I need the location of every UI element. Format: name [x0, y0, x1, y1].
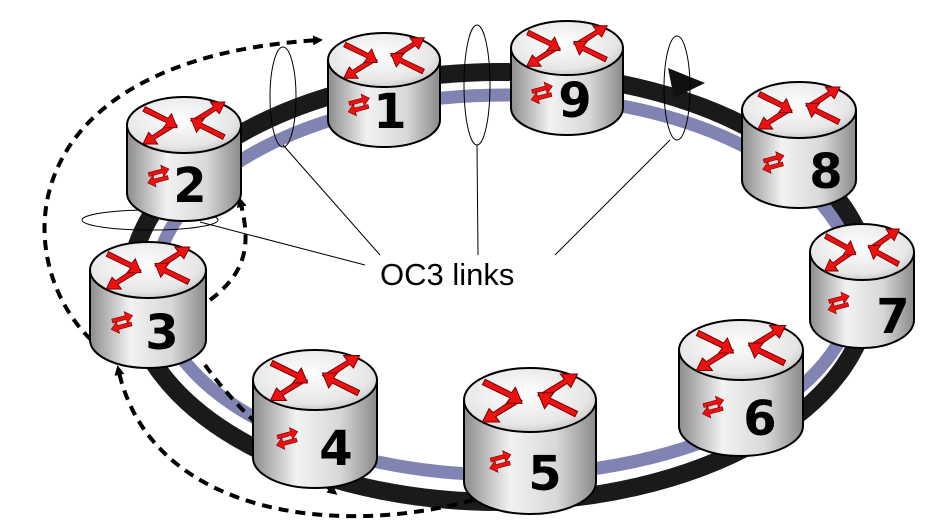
- router-label: 2: [173, 158, 206, 214]
- router-9[interactable]: 9: [510, 20, 624, 136]
- router-2[interactable]: 2: [126, 96, 242, 222]
- router-3[interactable]: 3: [89, 241, 207, 369]
- router-7[interactable]: 7: [809, 223, 915, 349]
- callout-lines: [199, 139, 671, 266]
- link-marker-1-2: [269, 46, 297, 148]
- router-top: [741, 81, 857, 139]
- oc3-links-label: OC3 links: [380, 257, 514, 292]
- router-top: [809, 223, 915, 281]
- router-label: 6: [743, 391, 776, 447]
- router-8[interactable]: 8: [741, 81, 857, 209]
- link-marker-1-9: [463, 24, 491, 146]
- ring-arrowhead: [668, 68, 705, 98]
- router-label: 1: [373, 84, 406, 140]
- routers: 1 9 2 8 7 3 6 4 5: [89, 20, 915, 515]
- link-marker-9-8: [663, 35, 691, 141]
- router-label: 5: [528, 446, 561, 502]
- router-1[interactable]: 1: [327, 32, 441, 148]
- router-top: [89, 241, 207, 299]
- router-label: 3: [145, 305, 178, 361]
- router-4[interactable]: 4: [252, 349, 378, 489]
- router-top: [510, 20, 624, 76]
- router-5[interactable]: 5: [463, 367, 597, 515]
- router-label: 9: [558, 73, 591, 129]
- dashed-path-3-to-2: [208, 197, 248, 302]
- router-6[interactable]: 6: [678, 319, 804, 457]
- router-top: [126, 96, 242, 154]
- router-label: 8: [809, 144, 842, 200]
- router-top: [327, 32, 441, 88]
- dashed-path-5-to-3: [114, 365, 491, 519]
- dashed-path-2-to-1: [42, 35, 323, 362]
- router-label: 4: [319, 421, 352, 477]
- router-label: 7: [876, 289, 909, 345]
